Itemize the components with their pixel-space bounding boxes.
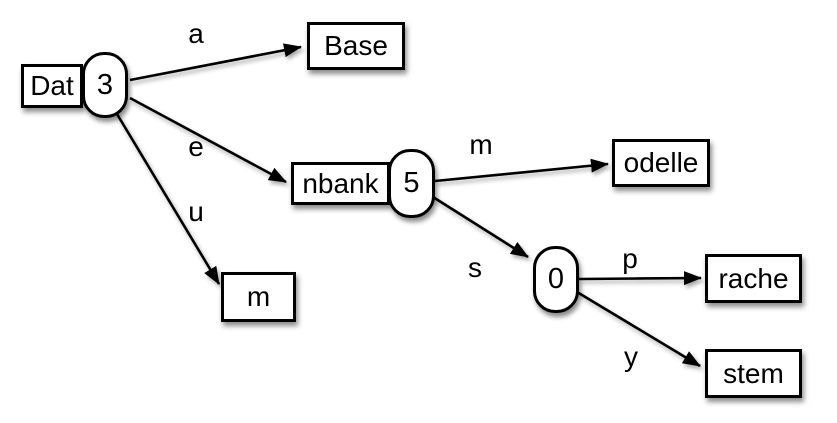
- edge-label-p: p: [622, 243, 638, 274]
- edge-p-arrow: [578, 271, 702, 286]
- node-nbank-box: nbank: [291, 162, 390, 205]
- edge-s-arrow: [432, 195, 529, 259]
- node-dat-label: Dat: [30, 70, 74, 101]
- node-nbank-label: nbank: [302, 167, 379, 199]
- node-root-count-oval: 3: [82, 52, 128, 118]
- node-odelle-label: odelle: [623, 147, 699, 178]
- node-nbank-count: 5: [403, 167, 420, 199]
- edge-u-arrow: [115, 113, 221, 285]
- node-zero-count-oval: 0: [533, 246, 579, 313]
- node-rache-box: rache: [705, 254, 802, 303]
- node-nbank-count-oval: 5: [388, 149, 435, 218]
- node-root-count: 3: [96, 68, 114, 101]
- edge-label-m: m: [469, 129, 493, 160]
- edge-label-y: y: [624, 341, 638, 372]
- node-base-box: Base: [307, 22, 405, 70]
- node-odelle-box: odelle: [612, 139, 710, 187]
- node-m-box: m: [221, 272, 296, 322]
- node-base-label: Base: [324, 30, 388, 61]
- edge-label-e: e: [188, 131, 204, 162]
- node-m-label: m: [246, 281, 271, 312]
- node-rache-label: rache: [718, 262, 789, 294]
- node-dat-box: Dat: [21, 64, 83, 108]
- edge-y-arrow: [576, 290, 701, 368]
- node-stem-box: stem: [705, 349, 802, 398]
- edge-label-a: a: [188, 18, 204, 49]
- edge-a-arrow: [129, 43, 302, 82]
- edge-m-arrow: [434, 158, 609, 183]
- edge-label-u: u: [188, 196, 204, 227]
- node-stem-label: stem: [723, 357, 784, 389]
- edge-e-arrow: [129, 96, 287, 184]
- node-zero-count: 0: [547, 263, 565, 295]
- edge-label-s: s: [468, 252, 482, 283]
